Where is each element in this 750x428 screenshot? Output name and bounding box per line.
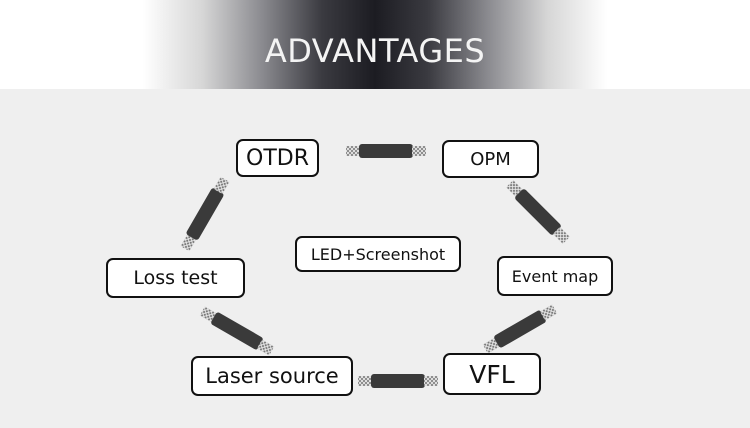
feature-otdr: OTDR xyxy=(236,139,319,177)
feature-laser-source: Laser source xyxy=(191,356,353,396)
cable-laser-vfl xyxy=(358,374,438,388)
cable-otdr-opm xyxy=(346,144,426,158)
feature-vfl: VFL xyxy=(443,353,541,395)
cable-losstest-laser xyxy=(199,306,275,356)
feature-opm: OPM xyxy=(442,140,539,178)
feature-event-map: Event map xyxy=(497,256,613,296)
cable-eventmap-vfl xyxy=(482,304,558,354)
cable-opm-eventmap xyxy=(506,180,570,244)
feature-loss-test: Loss test xyxy=(106,258,245,298)
cable-otdr-losstest xyxy=(180,176,230,252)
page-title: ADVANTAGES xyxy=(264,32,486,70)
header-banner: ADVANTAGES xyxy=(0,0,750,89)
feature-led-screenshot: LED+Screenshot xyxy=(295,236,461,272)
